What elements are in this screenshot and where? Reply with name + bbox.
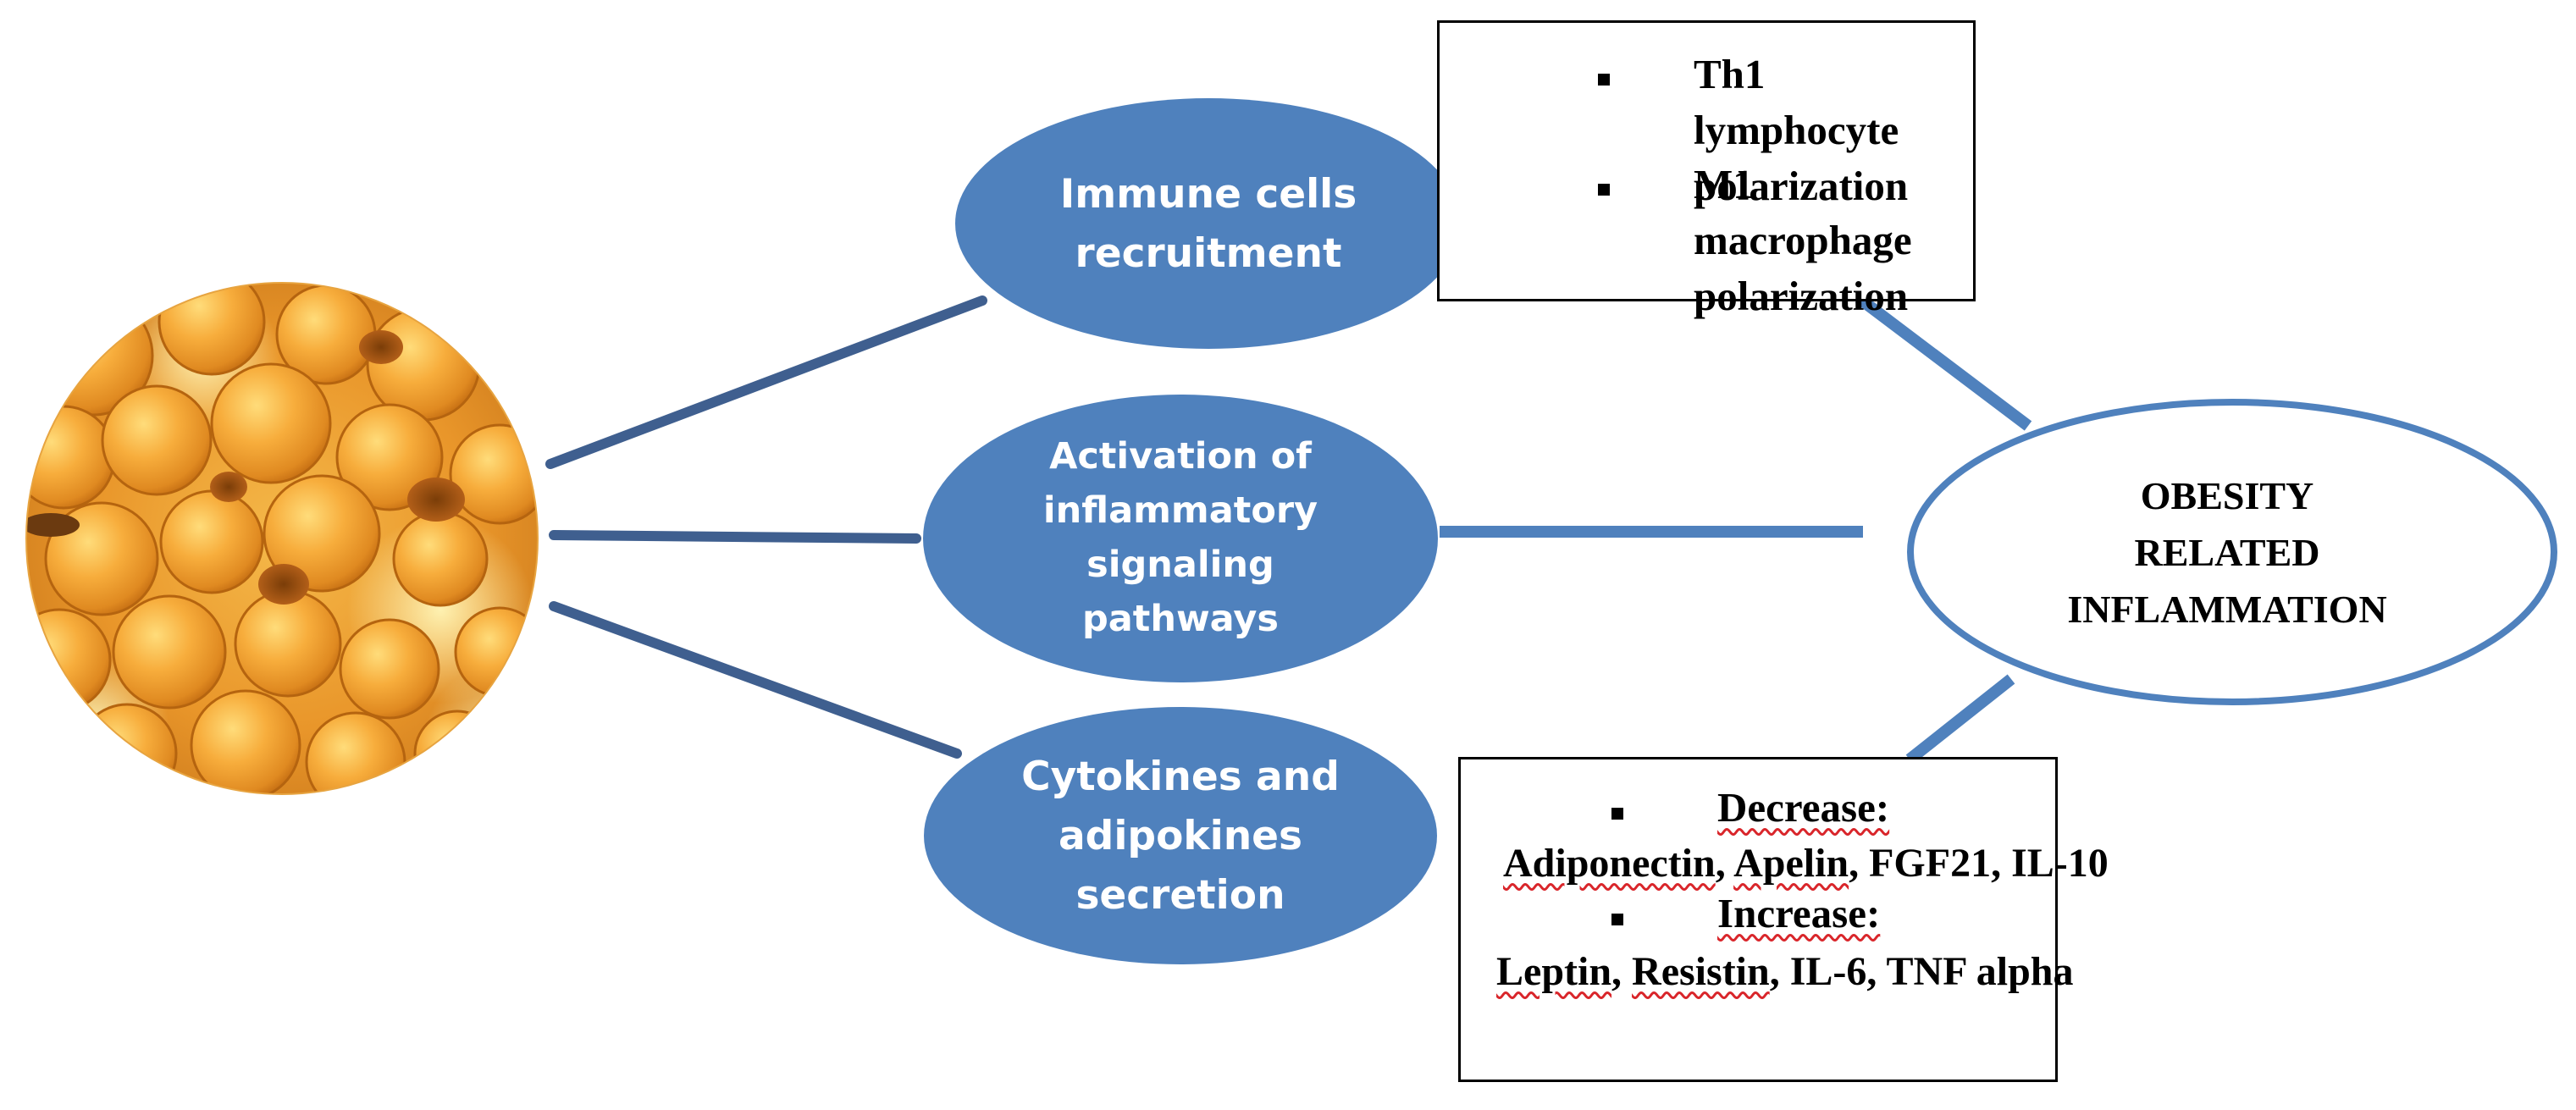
increase-heading: Increase: [1717,886,1880,942]
image-border [25,282,539,795]
connector-image-to-immune [545,295,987,469]
top-info-box: Th1 lymphocyte polarization M1 macrophag… [1437,20,1976,319]
top-item1: Th1 lymphocyte polarization [1694,47,1973,214]
increase-item-resistin: Resistin [1632,949,1770,994]
node-cytokines-line2: adipokines [1058,813,1303,859]
increase-item-leptin: Leptin [1496,949,1612,994]
top-item2-line1: M1 macrophage [1694,161,1912,263]
increase-rest: , IL-6, TNF alpha [1769,949,2074,994]
node-activation-line3: signaling [1086,544,1274,586]
node-activation-inflammatory-signaling [923,395,1438,682]
bullet-icon [1611,808,1623,820]
decrease-label: Decrease: [1717,784,1890,831]
connectors-left [545,295,987,759]
node-immune-cells-recruitment [955,98,1462,349]
center-label: OBESITY RELATED INFLAMMATION [1948,467,2507,638]
decrease-rest: , FGF21, IL-10 [1849,841,2109,886]
bullet-icon [1611,914,1623,925]
connector-topbox-to-center [1855,293,2032,431]
adipocyte-cells-image [26,283,538,794]
increase-label: Increase: [1717,890,1881,936]
node-cytokines-line1: Cytokines and [1021,754,1340,800]
node-activation-line4: pathways [1081,598,1279,640]
decrease-item-apelin: Apelin [1733,841,1849,886]
node-immune-line1: Immune cells [1059,171,1357,218]
decrease-items: Adiponectin, Apelin, FGF21, IL-10 [1503,836,2109,892]
decrease-sep: , [1715,841,1734,886]
node-cytokines-label: Cytokines and adipokines secretion [935,745,1426,928]
bottom-info-box: Decrease: Adiponectin, Apelin, FGF21, IL… [1458,757,2109,1082]
top-item2-line2: polarization [1694,273,1909,319]
top-item1-line1: Th1 lymphocyte [1694,51,1899,153]
connector-image-to-cytokines [549,601,962,759]
node-activation-line2: inflammatory [1042,489,1318,532]
node-immune-label: Immune cells recruitment [965,152,1451,296]
increase-sep: , [1611,949,1633,994]
top-item1-line2: polarization [1694,163,1909,209]
bullet-icon [1598,74,1610,86]
node-activation-label: Activation of inflammatory signaling pat… [935,423,1426,652]
node-cytokines-line3: secretion [1075,872,1285,919]
increase-items: Leptin, Resistin, IL-6, TNF alpha [1496,944,2073,1000]
top-item2: M1 macrophage polarization [1694,157,1973,324]
center-line2: RELATED [2134,531,2320,574]
center-line3: INFLAMMATION [2067,588,2387,631]
decrease-heading: Decrease: [1717,780,1889,836]
node-cytokines-adipokines-secretion [924,707,1437,964]
decrease-item-adiponectin: Adiponectin [1503,841,1716,886]
connector-bottombox-to-center [1905,674,2015,765]
bullet-icon [1598,184,1610,196]
node-activation-line1: Activation of [1049,435,1312,478]
center-line1: OBESITY [2140,474,2314,517]
center-oval [1907,399,2557,705]
node-immune-line2: recruitment [1075,230,1342,277]
connector-image-to-activation [549,530,921,544]
